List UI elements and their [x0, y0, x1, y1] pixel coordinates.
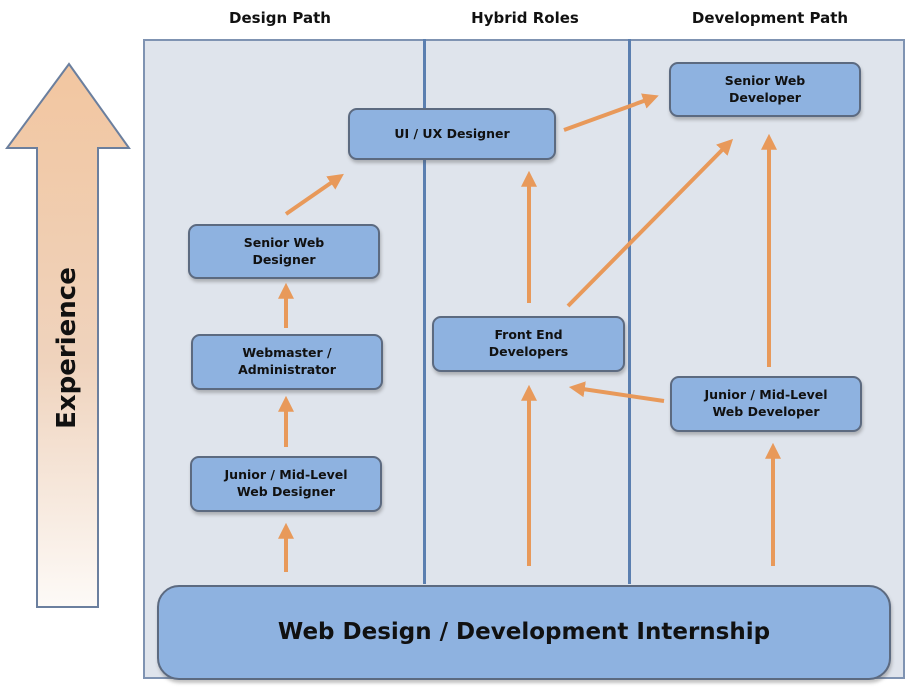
node-label: UI / UX Designer — [394, 125, 510, 141]
divider-hybrid-development — [628, 39, 631, 584]
node-label-line2: Designer — [252, 251, 316, 267]
node-label-line1: Junior / Mid-Level — [224, 467, 348, 483]
node-label-line2: Developers — [488, 344, 569, 359]
experience-arrow — [5, 62, 131, 608]
experience-label: Experience — [52, 267, 82, 429]
node-label-line1: Senior Web — [243, 234, 325, 250]
node-internship: Web Design / Development Internship — [157, 585, 891, 680]
node-label-line2: Web Designer — [236, 484, 336, 499]
column-header-hybrid: Hybrid Roles — [471, 9, 579, 27]
column-header-design: Design Path — [229, 9, 331, 27]
node-label-line2: Developer — [729, 89, 801, 105]
node-label: Web Design / Development Internship — [277, 618, 771, 645]
node-label-line2: Administrator — [238, 362, 336, 377]
node-ui-ux-designer: UI / UX Designer — [348, 108, 556, 160]
node-label-line1: Webmaster / — [242, 345, 332, 361]
node-label-line1: Junior / Mid-Level — [704, 387, 828, 403]
node-label-line1: Senior Web — [724, 72, 806, 88]
node-label-line1: Front End — [494, 327, 563, 343]
column-header-development: Development Path — [691, 9, 849, 27]
node-webmaster-administrator: Webmaster /Administrator — [191, 334, 383, 390]
divider-design-hybrid — [423, 39, 426, 584]
node-label-line2: Web Developer — [712, 404, 820, 419]
